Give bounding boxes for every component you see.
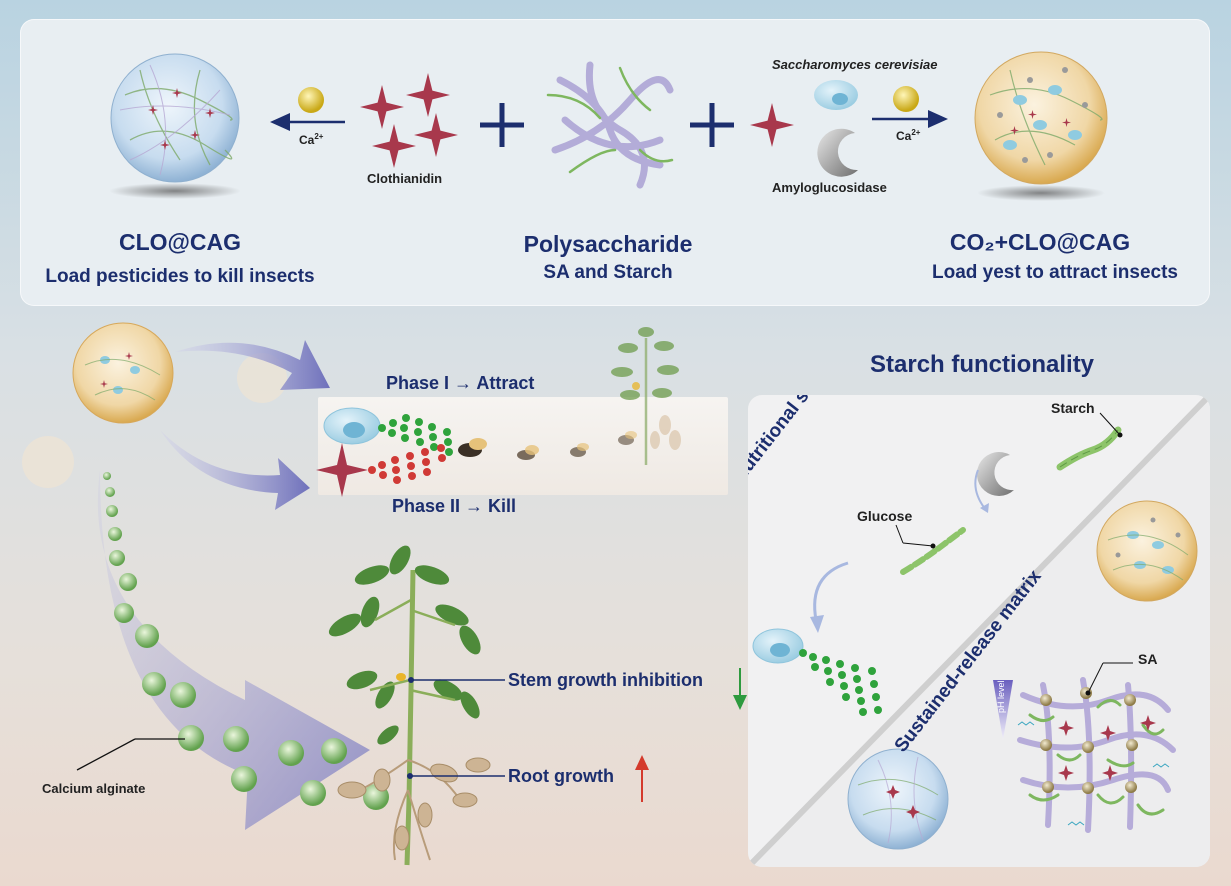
root-leader-dot <box>407 773 413 779</box>
curved-arrow-kill <box>160 430 310 510</box>
stem-growth-label: Stem growth inhibition <box>508 670 703 690</box>
ph-level-bar <box>993 680 1013 740</box>
ca-text: Ca <box>299 133 315 147</box>
calcium-alginate-beads <box>103 472 389 810</box>
ca-charge-2: 2+ <box>911 128 921 137</box>
center-subtitle: SA and Starch <box>543 262 673 283</box>
sustained-release-label: Sustained-release matrix <box>890 566 1046 757</box>
co2-clo-cag-sphere <box>974 51 1108 201</box>
polysaccharide-mesh-icon <box>546 61 674 189</box>
yeast-cell-icon-3 <box>752 628 804 664</box>
ca-label-right: Ca2+ <box>896 128 920 143</box>
ca-arrow-left <box>270 87 345 131</box>
phase2-label: Phase II → Kill <box>392 496 517 516</box>
stem-leader-dot <box>408 677 414 683</box>
clo-cag-sphere <box>109 53 241 199</box>
co2-dots-2 <box>799 649 882 716</box>
calcium-leader-line <box>76 738 136 771</box>
curved-arrow-attract <box>175 340 330 390</box>
starch-panel-canvas <box>748 395 1210 867</box>
ca-label-left: Ca2+ <box>299 132 323 147</box>
calcium-alginate-label: Calcium alginate <box>42 781 146 796</box>
co2-clo-cag-bead <box>72 322 174 424</box>
right-title: CO₂+CLO@CAG <box>949 229 1131 255</box>
glucose-label: Glucose <box>857 508 913 524</box>
release-arrow <box>97 470 371 830</box>
clothianidin-icon-2 <box>316 443 368 497</box>
yeast-label: Saccharomyces cerevisiae <box>772 57 938 72</box>
nutritional-source-label: Nutritional source <box>748 395 845 487</box>
starch-panel: Nutritional source Sustained-release mat… <box>748 395 1210 867</box>
yeast-cell-icon <box>814 80 858 110</box>
co2-dots <box>378 414 453 456</box>
starch-functionality-title: Starch functionality <box>870 351 1095 378</box>
plant-faded-icon <box>611 327 681 465</box>
center-title: Polysaccharide <box>523 231 693 257</box>
glucose-chain-icon <box>895 524 966 575</box>
faded-bead <box>237 353 287 403</box>
starch-label: Starch <box>1051 400 1095 416</box>
ca-text-2: Ca <box>896 129 912 143</box>
phase-strip <box>318 397 728 495</box>
peanut-plant-icon <box>328 545 491 866</box>
insect-icons <box>458 431 637 460</box>
plus-icon-2 <box>690 103 734 147</box>
ca-arrow-right <box>872 86 948 128</box>
co2-clo-cag-sphere-2 <box>1096 500 1198 602</box>
yeast-cell-icon-2 <box>323 407 381 445</box>
ph-level-label: pH level <box>996 680 1006 713</box>
left-title: CLO@CAG <box>118 229 242 255</box>
pesticide-dots <box>368 444 446 484</box>
clo-cag-sphere-2 <box>847 748 949 850</box>
curve-arrow-2 <box>813 561 849 621</box>
sa-network-icon <box>1017 662 1176 833</box>
plus-icon <box>480 103 524 147</box>
starch-chain-icon <box>1056 412 1123 471</box>
right-subtitle: Load yest to attract insects <box>931 262 1179 283</box>
ca-charge: 2+ <box>314 132 324 141</box>
clothianidin-label: Clothianidin <box>367 171 443 186</box>
amyloglucosidase-icon <box>817 128 858 177</box>
left-subtitle: Load pesticides to kill insects <box>45 266 315 287</box>
amyloglucosidase-label: Amyloglucosidase <box>772 180 887 195</box>
down-arrow-icon <box>733 668 747 710</box>
faded-bead-2 <box>22 436 74 488</box>
phase1-label: Phase I → Attract <box>386 373 535 393</box>
root-growth-label: Root growth <box>508 766 614 786</box>
sa-label: SA <box>1138 651 1158 667</box>
up-arrow-icon <box>635 755 649 802</box>
amyloglucosidase-icon-2 <box>976 451 1014 496</box>
